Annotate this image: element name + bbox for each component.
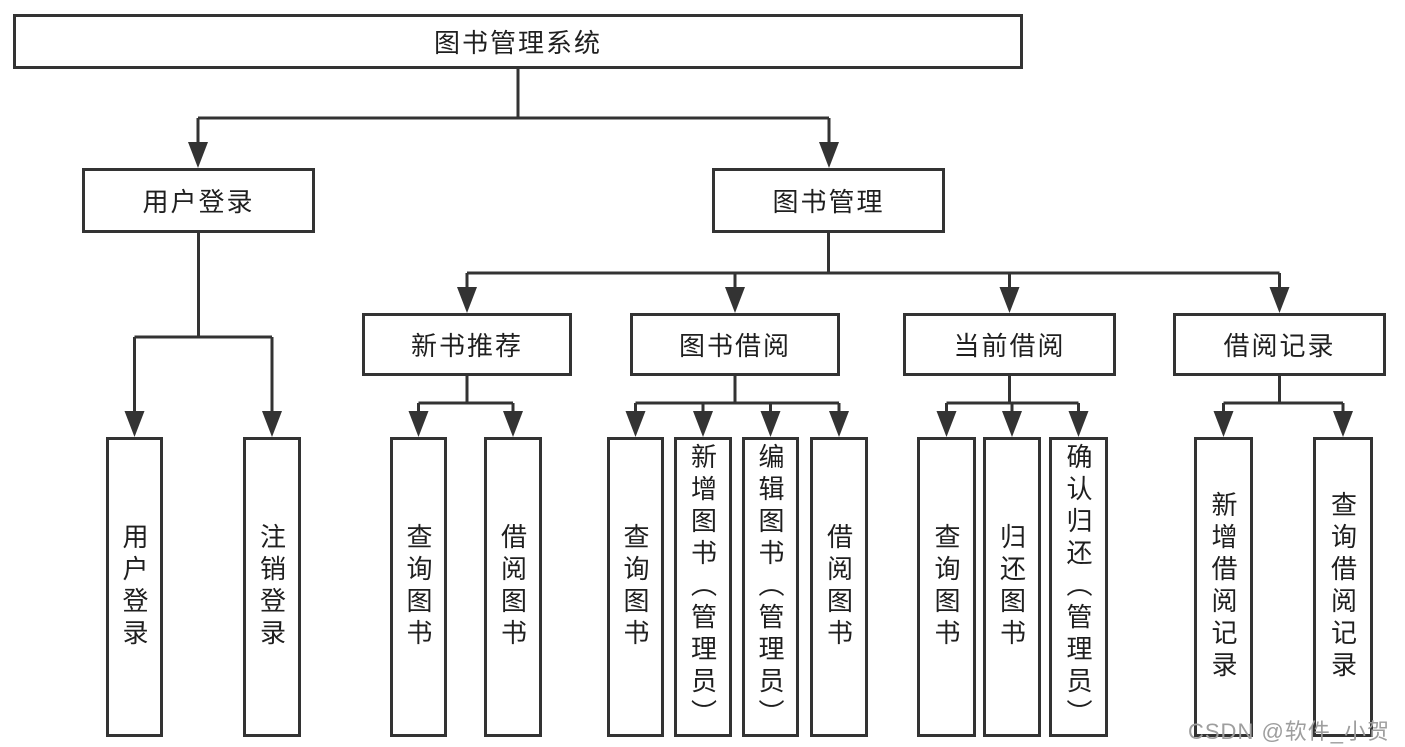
node-nb-borrow-books: 借阅图书 [484,437,542,737]
node-label: 新增借阅记录 [1208,491,1238,683]
node-book-borrow: 图书借阅 [630,313,840,376]
node-label: 查询图书 [403,523,433,651]
node-bb-query-books: 查询图书 [607,437,664,737]
node-bb-edit-books-admin: 编辑图书（管理员） [742,437,799,737]
node-label: 查询借阅记录 [1327,491,1358,683]
node-label: 借阅图书 [823,523,854,651]
node-cb-confirm-return-admin: 确认归还（管理员） [1049,437,1108,737]
node-label: 编辑图书（管理员） [755,443,785,731]
node-user-login-branch: 用户登录 [82,168,315,233]
node-label: 查询图书 [931,523,961,651]
node-label: 当前借阅 [953,331,1066,361]
node-borrow-record: 借阅记录 [1173,313,1386,376]
node-current-borrow: 当前借阅 [903,313,1116,376]
node-label: 确认归还（管理员） [1063,443,1093,731]
node-label: 图书管理系统 [433,28,602,58]
node-br-add-record: 新增借阅记录 [1194,437,1253,737]
node-bb-add-books-admin: 新增图书（管理员） [674,437,732,737]
node-label: 归还图书 [996,523,1027,651]
node-cb-query-books: 查询图书 [917,437,976,737]
node-user-login-leaf: 用户登录 [106,437,163,737]
node-logout-leaf: 注销登录 [243,437,301,737]
node-book-management: 图书管理 [712,168,945,233]
node-cb-return-books: 归还图书 [983,437,1041,737]
node-label: 用户登录 [142,187,255,217]
node-label: 图书管理 [772,187,885,217]
node-label: 新增图书（管理员） [687,443,718,731]
node-nb-query-books: 查询图书 [390,437,447,737]
node-root: 图书管理系统 [13,14,1023,69]
node-new-book-recommend: 新书推荐 [362,313,572,376]
node-label: 借阅图书 [497,523,528,651]
node-br-query-record: 查询借阅记录 [1313,437,1373,737]
node-label: 借阅记录 [1223,331,1336,361]
node-label: 查询图书 [620,523,650,651]
node-label: 用户登录 [119,523,149,651]
watermark: CSDN @软件_小贺同学 [1188,719,1391,744]
node-label: 注销登录 [256,523,287,651]
node-label: 新书推荐 [410,331,523,361]
node-bb-borrow-books: 借阅图书 [810,437,868,737]
node-label: 图书借阅 [678,331,791,361]
